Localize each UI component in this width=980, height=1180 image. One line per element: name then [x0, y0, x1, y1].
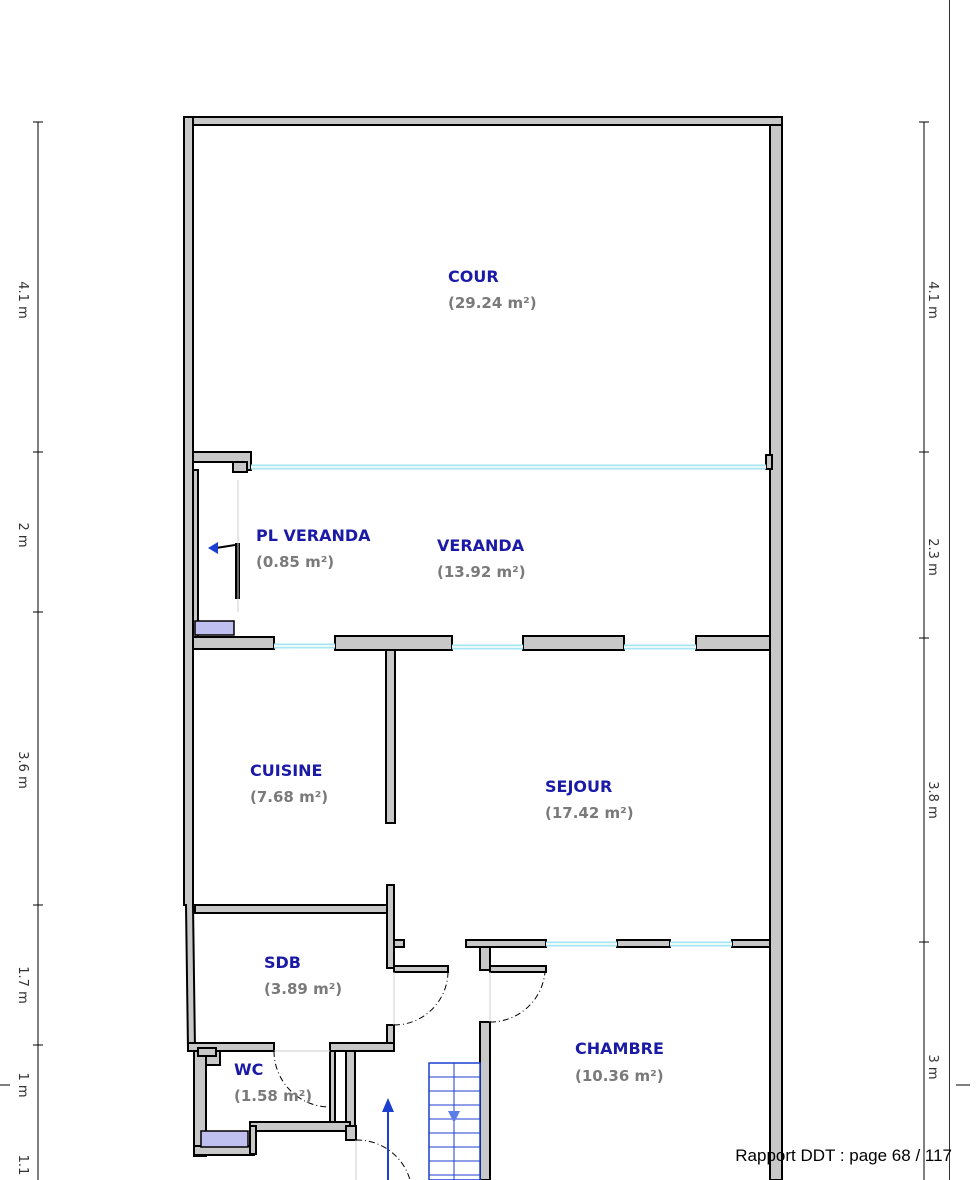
room-name-cuisine: CUISINE [250, 761, 322, 780]
fixtures [194, 480, 546, 1180]
page-footer: Rapport DDT : page 68 / 117 [735, 1146, 952, 1165]
right-dim-label: 2.3 m [925, 538, 940, 575]
page-edge-line [949, 0, 950, 1180]
room-name-sejour: SEJOUR [545, 777, 612, 796]
room-labels: COUR (29.24 m²) PL VERANDA (0.85 m²) VER… [234, 267, 664, 1105]
room-area-cour: (29.24 m²) [448, 294, 537, 312]
right-dimension-line: 4.1 m 2.3 m 3.8 m 3 m [919, 121, 970, 1180]
up-arrow-icon [382, 1098, 394, 1112]
left-dim-label: 1.7 m [15, 966, 30, 1003]
room-name-veranda: VERANDA [437, 536, 525, 555]
walls [183, 116, 783, 1180]
room-area-veranda: (13.92 m²) [437, 563, 526, 581]
right-dim-label: 3 m [925, 1054, 940, 1079]
room-name-cour: COUR [448, 267, 499, 286]
room-area-cuisine: (7.68 m²) [250, 788, 328, 806]
right-dim-label: 3.8 m [925, 781, 940, 818]
room-area-pl-veranda: (0.85 m²) [256, 553, 334, 571]
room-area-sejour: (17.42 m²) [545, 804, 634, 822]
windows [251, 464, 766, 947]
left-dim-label: 4.1 m [15, 281, 30, 318]
room-area-wc: (1.58 m²) [234, 1087, 312, 1105]
right-dim-label: 4.1 m [925, 281, 940, 318]
left-dim-label: 1 m [15, 1072, 30, 1097]
radiator-veranda [194, 620, 235, 636]
room-name-sdb: SDB [264, 953, 301, 972]
stairs-down-arrow-icon [448, 1111, 460, 1123]
room-name-chambre: CHAMBRE [575, 1039, 664, 1058]
arrow-icon [208, 542, 218, 554]
room-area-chambre: (10.36 m²) [575, 1067, 664, 1085]
left-dim-label: 2 m [15, 522, 30, 547]
stairs [428, 1062, 481, 1180]
left-dimension-line: 4.1 m 2 m 3.6 m 1.7 m 1 m 1.1 [0, 121, 43, 1180]
left-dim-label: 1.1 [15, 1155, 30, 1176]
room-name-wc: WC [234, 1060, 263, 1079]
left-dim-label: 3.6 m [15, 751, 30, 788]
room-area-sdb: (3.89 m²) [264, 980, 342, 998]
room-name-pl-veranda: PL VERANDA [256, 526, 371, 545]
radiator-wc [200, 1130, 249, 1148]
